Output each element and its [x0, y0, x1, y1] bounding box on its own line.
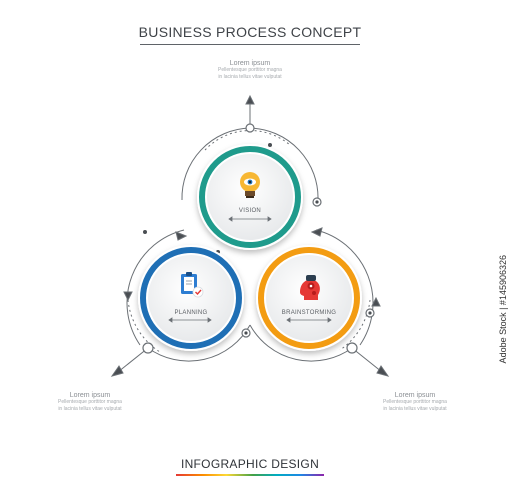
step-planning-label: PLANNING: [174, 310, 208, 316]
pointer-lines: [110, 94, 390, 377]
note-left-line-1: Pellentesque porttitor magna: [58, 399, 122, 405]
note-top-heading: Lorem ipsum: [229, 60, 271, 67]
watermark-strip: [486, 0, 500, 500]
arrow-small-left-icon: [175, 231, 188, 241]
note-right-heading: Lorem ipsum: [394, 392, 436, 399]
watermark-id: Adobe Stock | #145906326: [488, 255, 508, 395]
step-planning: [138, 245, 244, 351]
note-right-line-1: Pellentesque porttitor magna: [383, 399, 447, 405]
step-brainstorming-label: BRAINSTORMING: [281, 310, 337, 316]
rainbow-underline: [176, 474, 324, 476]
arrow-up-icon: [245, 94, 255, 105]
step-vision-label: VISION: [238, 208, 262, 214]
note-top-line-1: Pellentesque porttitor magna: [218, 67, 282, 73]
head-gears-icon: [300, 275, 320, 300]
arrow-down-right-icon: [376, 365, 390, 377]
connector-rings: [126, 127, 374, 362]
clipboard-check-icon: [181, 272, 204, 298]
note-right: Lorem ipsum Pellentesque porttitor magna…: [345, 392, 485, 413]
note-left: Lorem ipsum Pellentesque porttitor magna…: [20, 392, 160, 413]
note-top-line-2: in lacinia tellus vitae vulputat: [218, 74, 282, 80]
arrow-small-right-icon: [310, 227, 323, 237]
note-left-line-2: in lacinia tellus vitae vulputat: [58, 406, 122, 412]
watermark-id-text: Adobe Stock | #145906326: [498, 255, 508, 364]
footer-title: INFOGRAPHIC DESIGN: [180, 457, 320, 471]
arrow-small-down-icon: [371, 296, 381, 307]
label-arrows: [168, 216, 332, 323]
note-left-heading: Lorem ipsum: [69, 392, 111, 399]
arrow-down-left-icon: [110, 365, 124, 377]
note-top: Lorem ipsum Pellentesque porttitor magna…: [180, 60, 320, 81]
lightbulb-eye-icon: [240, 172, 260, 198]
arrow-small-up-icon: [123, 291, 133, 302]
note-right-line-2: in lacinia tellus vitae vulputat: [383, 406, 447, 412]
connector-nodes: [142, 123, 375, 354]
page-title: BUSINESS PROCESS CONCEPT: [138, 24, 362, 40]
title-underline: [140, 44, 360, 45]
